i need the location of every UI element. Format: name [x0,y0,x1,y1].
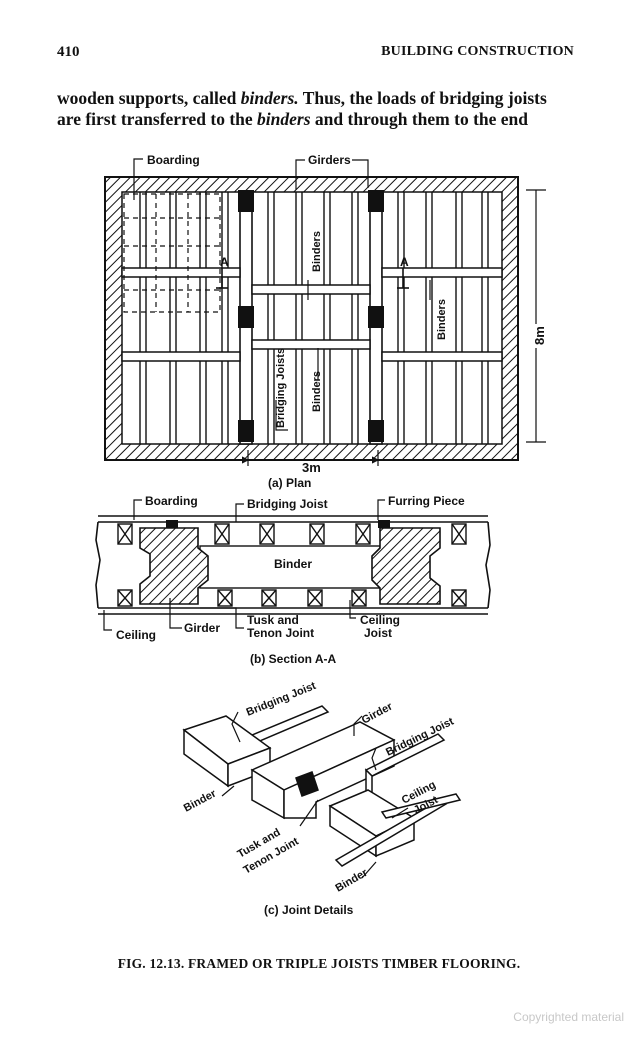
plan-label-girders: Girders [308,153,351,167]
furring-piece-right [378,520,390,528]
joint-label-binder-2: Binder [334,866,371,894]
page-header: 410 BUILDING CONSTRUCTION [57,44,574,66]
furring-piece-left [166,520,178,528]
figure-12-13: Boarding Girders A A Binders Binders Bin… [95,153,547,917]
body-paragraph: wooden supports, called binders. Thus, t… [57,88,575,130]
plan-view: Boarding Girders A A Binders Binders Bin… [104,153,547,490]
plan-dimensions [242,189,546,466]
girders [238,190,384,445]
emphasis-binders-2: binders [257,109,311,129]
section-label-girder: Girder [184,621,220,635]
page-number: 410 [57,44,80,60]
section-label-ceiling-joist-1: Ceiling [360,613,400,627]
emphasis-binders: binders. [240,88,299,108]
plan-dim-height: 8m [532,326,547,345]
section-label-tenon: Tenon Joint [247,626,314,640]
section-label-ceiling-joist-2: Joist [364,626,392,640]
section-label-binder: Binder [274,557,312,571]
copyright-watermark: Copyrighted material [513,1010,624,1024]
plan-leaders [133,158,431,431]
section-joists-bottom [117,589,467,607]
running-head: BUILDING CONSTRUCTION [381,44,574,59]
section-leaders [103,499,385,631]
section-joists-top [117,523,467,545]
plan-label-binders-2: Binders [436,299,448,340]
plan-caption: (a) Plan [268,476,311,490]
body-line-1: wooden supports, called binders. Thus, t… [57,88,547,108]
section-label-ceiling: Ceiling [116,628,156,642]
plan-label-a-left: A [220,255,229,269]
figure-caption: FIG. 12.13. FRAMED OR TRIPLE JOISTS TIMB… [117,956,521,971]
joint-view [182,705,462,879]
plan-label-binders-1: Binders [311,231,323,272]
section-girder-right [371,527,441,605]
plan-label-a-right: A [400,255,409,269]
section-binder [199,545,381,589]
boarding-dashed [123,193,221,313]
body-line-2: are first transferred to the binders and… [57,109,529,129]
joint-caption: (c) Joint Details [264,903,354,917]
plan-label-bridging-joists: Bridging Joists [275,348,287,428]
section-label-tusk: Tusk and [247,613,299,627]
bridging-joists [139,192,489,444]
plan-label-boarding: Boarding [147,153,200,167]
section-label-furring-piece: Furring Piece [388,494,465,508]
joint-leaders [221,711,409,879]
joint-label-binder-1: Binder [182,787,219,814]
plan-floor [121,191,503,445]
section-caption: (b) Section A-A [250,652,337,666]
joint-label-girder: Girder [360,700,395,726]
section-boards [95,515,491,615]
section-view: Boarding Bridging Joist Furring Piece Bi… [95,494,491,666]
binders-bands [121,267,503,362]
section-girder-left [139,527,209,605]
plan-label-binders-3: Binders [311,371,323,412]
section-label-bridging-joist: Bridging Joist [247,497,328,511]
plan-dim-width: 3m [302,460,321,475]
section-markers [216,268,409,289]
section-label-boarding: Boarding [145,494,198,508]
